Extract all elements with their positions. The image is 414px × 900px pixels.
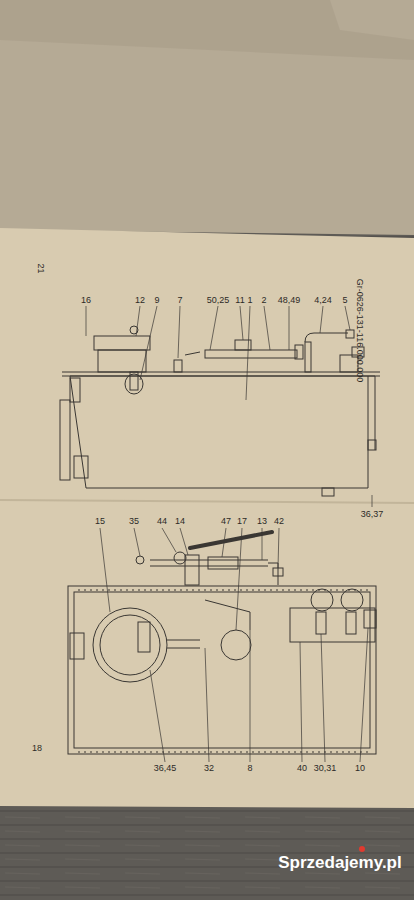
callout-number: 2 (261, 296, 266, 305)
callout-number: 12 (135, 296, 145, 305)
callout-number: 30,31 (314, 764, 337, 773)
callout-number: 5 (342, 296, 347, 305)
callout-number: 14 (175, 517, 185, 526)
callout-number: 42 (274, 517, 284, 526)
callout-number: 17 (237, 517, 247, 526)
paper-page (0, 228, 414, 808)
callout-number: 13 (257, 517, 267, 526)
callout-number: 9 (154, 296, 159, 305)
drawing-number: Gr-0626-131-116.000.000 (355, 278, 364, 381)
callout-number: 44 (157, 517, 167, 526)
callout-number: 48,49 (278, 296, 301, 305)
callout-number: 4,24 (314, 296, 332, 305)
watermark-dot (359, 846, 365, 852)
callout-number: 11 (235, 296, 244, 305)
callout-number: 40 (297, 764, 307, 773)
watermark: Sprzedajemy.pl (278, 854, 401, 871)
callout-number: 36,45 (154, 764, 177, 773)
sheet-fold (0, 0, 414, 60)
callout-number: 10 (355, 764, 365, 773)
callout-number: 16 (81, 296, 91, 305)
callout-number: 47 (221, 517, 231, 526)
leader-lines (86, 306, 372, 762)
callout-number: 36,37 (361, 510, 384, 519)
page-fold (0, 500, 414, 503)
callout-number: 15 (95, 517, 105, 526)
callout-number: 7 (177, 296, 182, 305)
tank-top-view (68, 532, 376, 754)
callout-number: 50,25 (207, 296, 230, 305)
callout-number: 8 (247, 764, 252, 773)
callout-number: 1 (247, 296, 252, 305)
page-number: 21 (35, 263, 44, 273)
tank-side-view (60, 326, 380, 496)
callout-number: 32 (204, 764, 214, 773)
back-sheet (0, 0, 414, 235)
page-number: 18 (32, 744, 42, 753)
callout-number: 35 (129, 517, 139, 526)
